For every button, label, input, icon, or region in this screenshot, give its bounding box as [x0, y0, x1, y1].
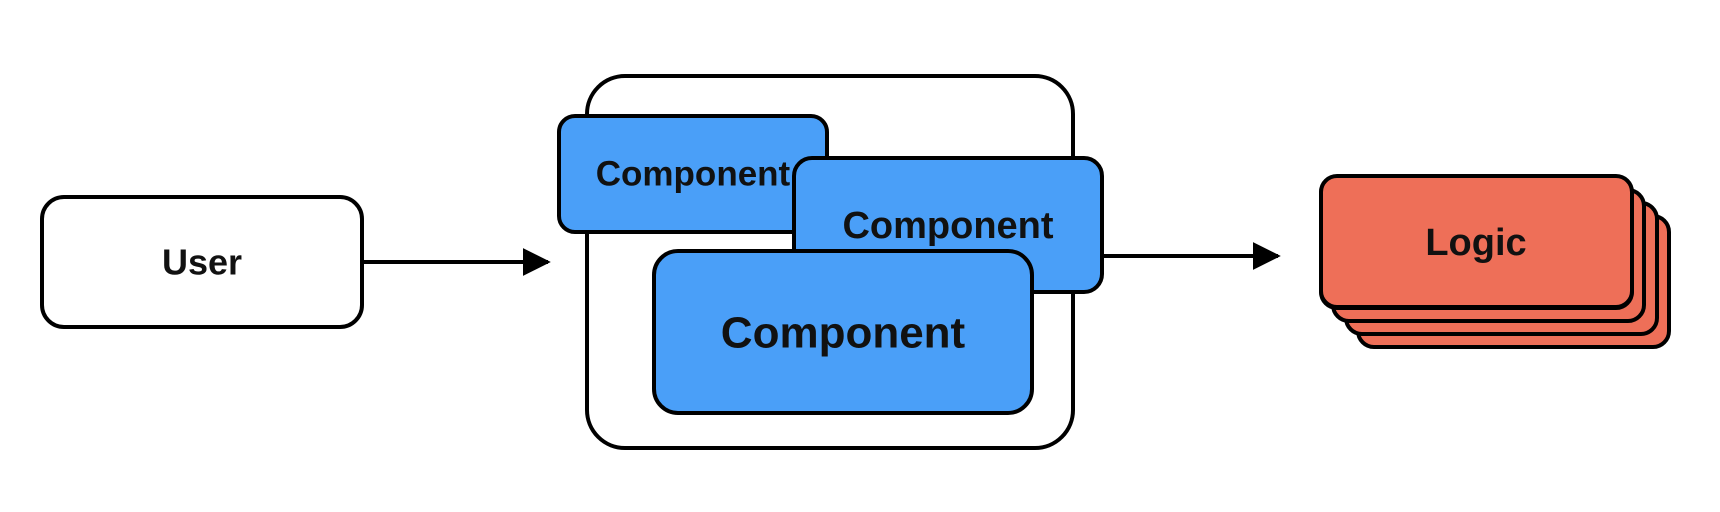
component-bottom-label: Component — [721, 309, 966, 358]
user-node: User — [40, 195, 364, 329]
component-middle-right-label: Component — [842, 205, 1053, 247]
user-label: User — [162, 242, 242, 283]
user-box — [40, 195, 364, 329]
component-bottom-node: Component — [652, 249, 1034, 415]
component-top-left-node: Component — [557, 114, 829, 234]
component-bottom-box — [652, 249, 1034, 415]
logic-box — [1319, 174, 1634, 309]
logic-label: Logic — [1425, 222, 1526, 264]
component-top-left-label: Component — [596, 155, 791, 194]
logic-node: Logic — [1319, 174, 1671, 349]
